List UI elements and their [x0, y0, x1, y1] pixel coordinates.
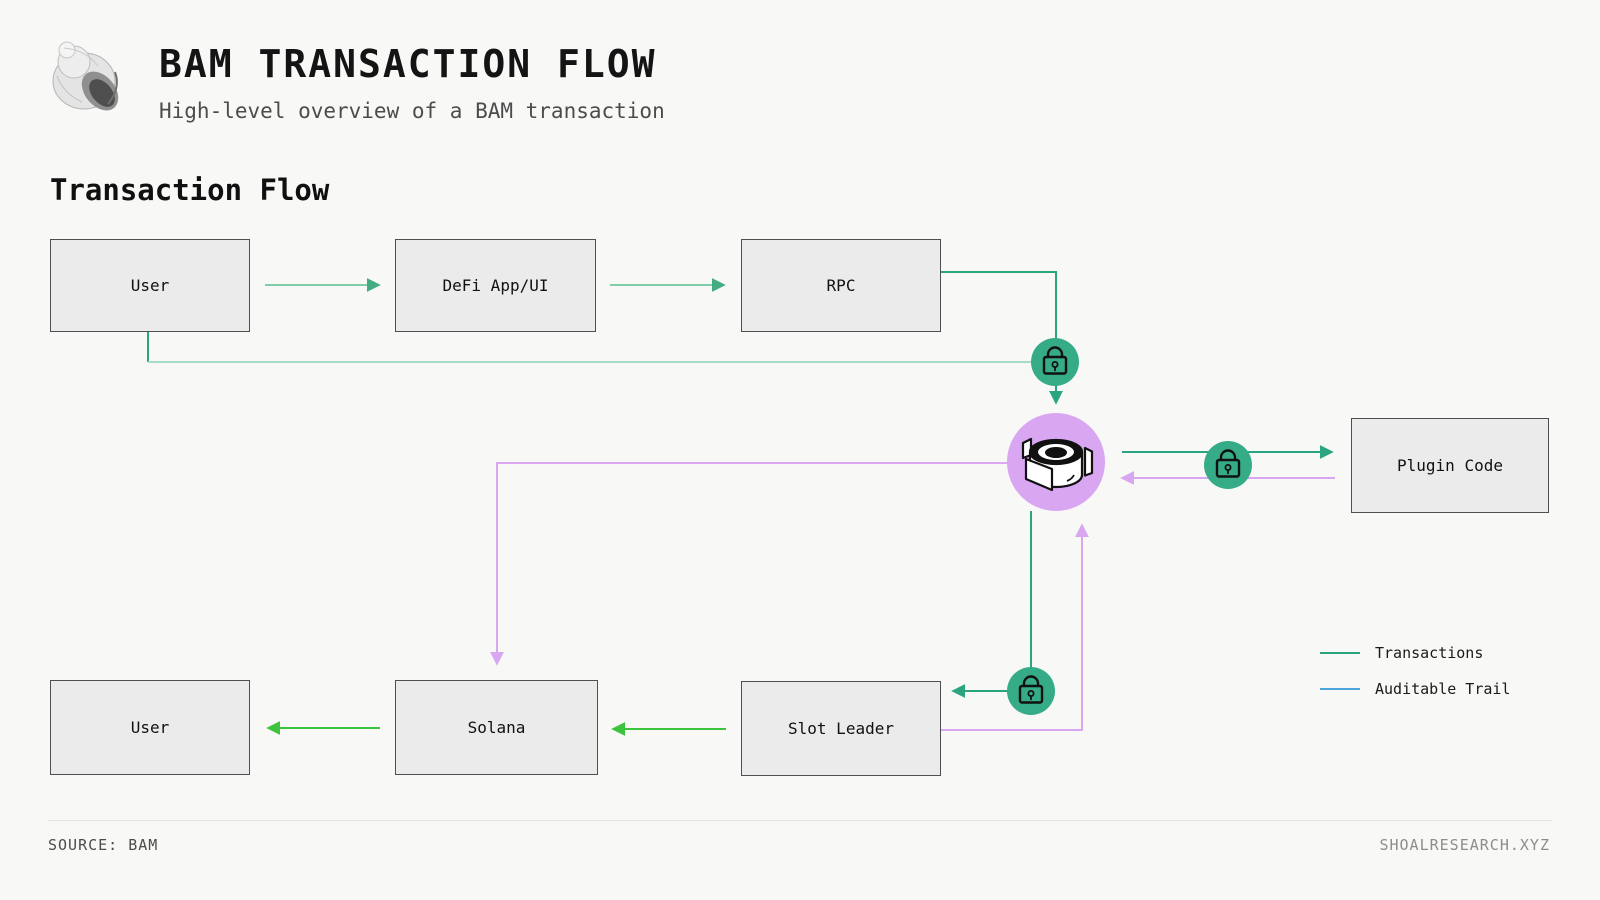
node-user-top: User — [50, 239, 250, 332]
node-label: DeFi App/UI — [442, 276, 549, 295]
arrow-bam-to-slot-leader — [951, 511, 1032, 698]
section-title: Transaction Flow — [50, 173, 330, 207]
page-title: BAM TRANSACTION FLOW — [159, 42, 657, 86]
node-solana: Solana — [395, 680, 598, 775]
bam-node-icon — [1021, 437, 1094, 492]
node-label: RPC — [826, 276, 856, 295]
shell-logo — [52, 41, 119, 111]
lock-icon — [1031, 338, 1079, 386]
lock-icon — [1007, 667, 1055, 715]
legend-line-transactions — [1320, 652, 1360, 654]
lock-icon — [1204, 441, 1252, 489]
node-defi-app: DeFi App/UI — [395, 239, 596, 332]
legend-line-auditable-trail — [1320, 688, 1360, 690]
legend-label: Transactions — [1375, 644, 1484, 662]
node-plugin-code: Plugin Code — [1351, 418, 1549, 513]
node-user-bottom: User — [50, 680, 250, 775]
page-subtitle: High-level overview of a BAM transaction — [159, 99, 665, 123]
node-label: Slot Leader — [788, 719, 894, 738]
node-label: User — [130, 718, 170, 737]
bam-node — [1007, 413, 1105, 511]
legend-label: Auditable Trail — [1375, 680, 1511, 698]
legend-item-auditable-trail: Auditable Trail — [1320, 671, 1510, 707]
arrow-slot-leader-to-bam — [940, 523, 1089, 731]
legend-item-transactions: Transactions — [1320, 635, 1510, 671]
legend: Transactions Auditable Trail — [1320, 635, 1510, 707]
footer-site: SHOALRESEARCH.XYZ — [1379, 836, 1550, 854]
arrow-bam-to-solana — [490, 462, 1008, 666]
node-slot-leader: Slot Leader — [741, 681, 941, 776]
node-label: Plugin Code — [1397, 456, 1503, 475]
arrow-rpc-to-bam-node — [940, 271, 1063, 405]
node-label: Solana — [467, 718, 526, 737]
node-label: User — [130, 276, 170, 295]
footer-divider — [48, 820, 1552, 821]
node-rpc: RPC — [741, 239, 941, 332]
footer-source: SOURCE: BAM — [48, 836, 159, 854]
